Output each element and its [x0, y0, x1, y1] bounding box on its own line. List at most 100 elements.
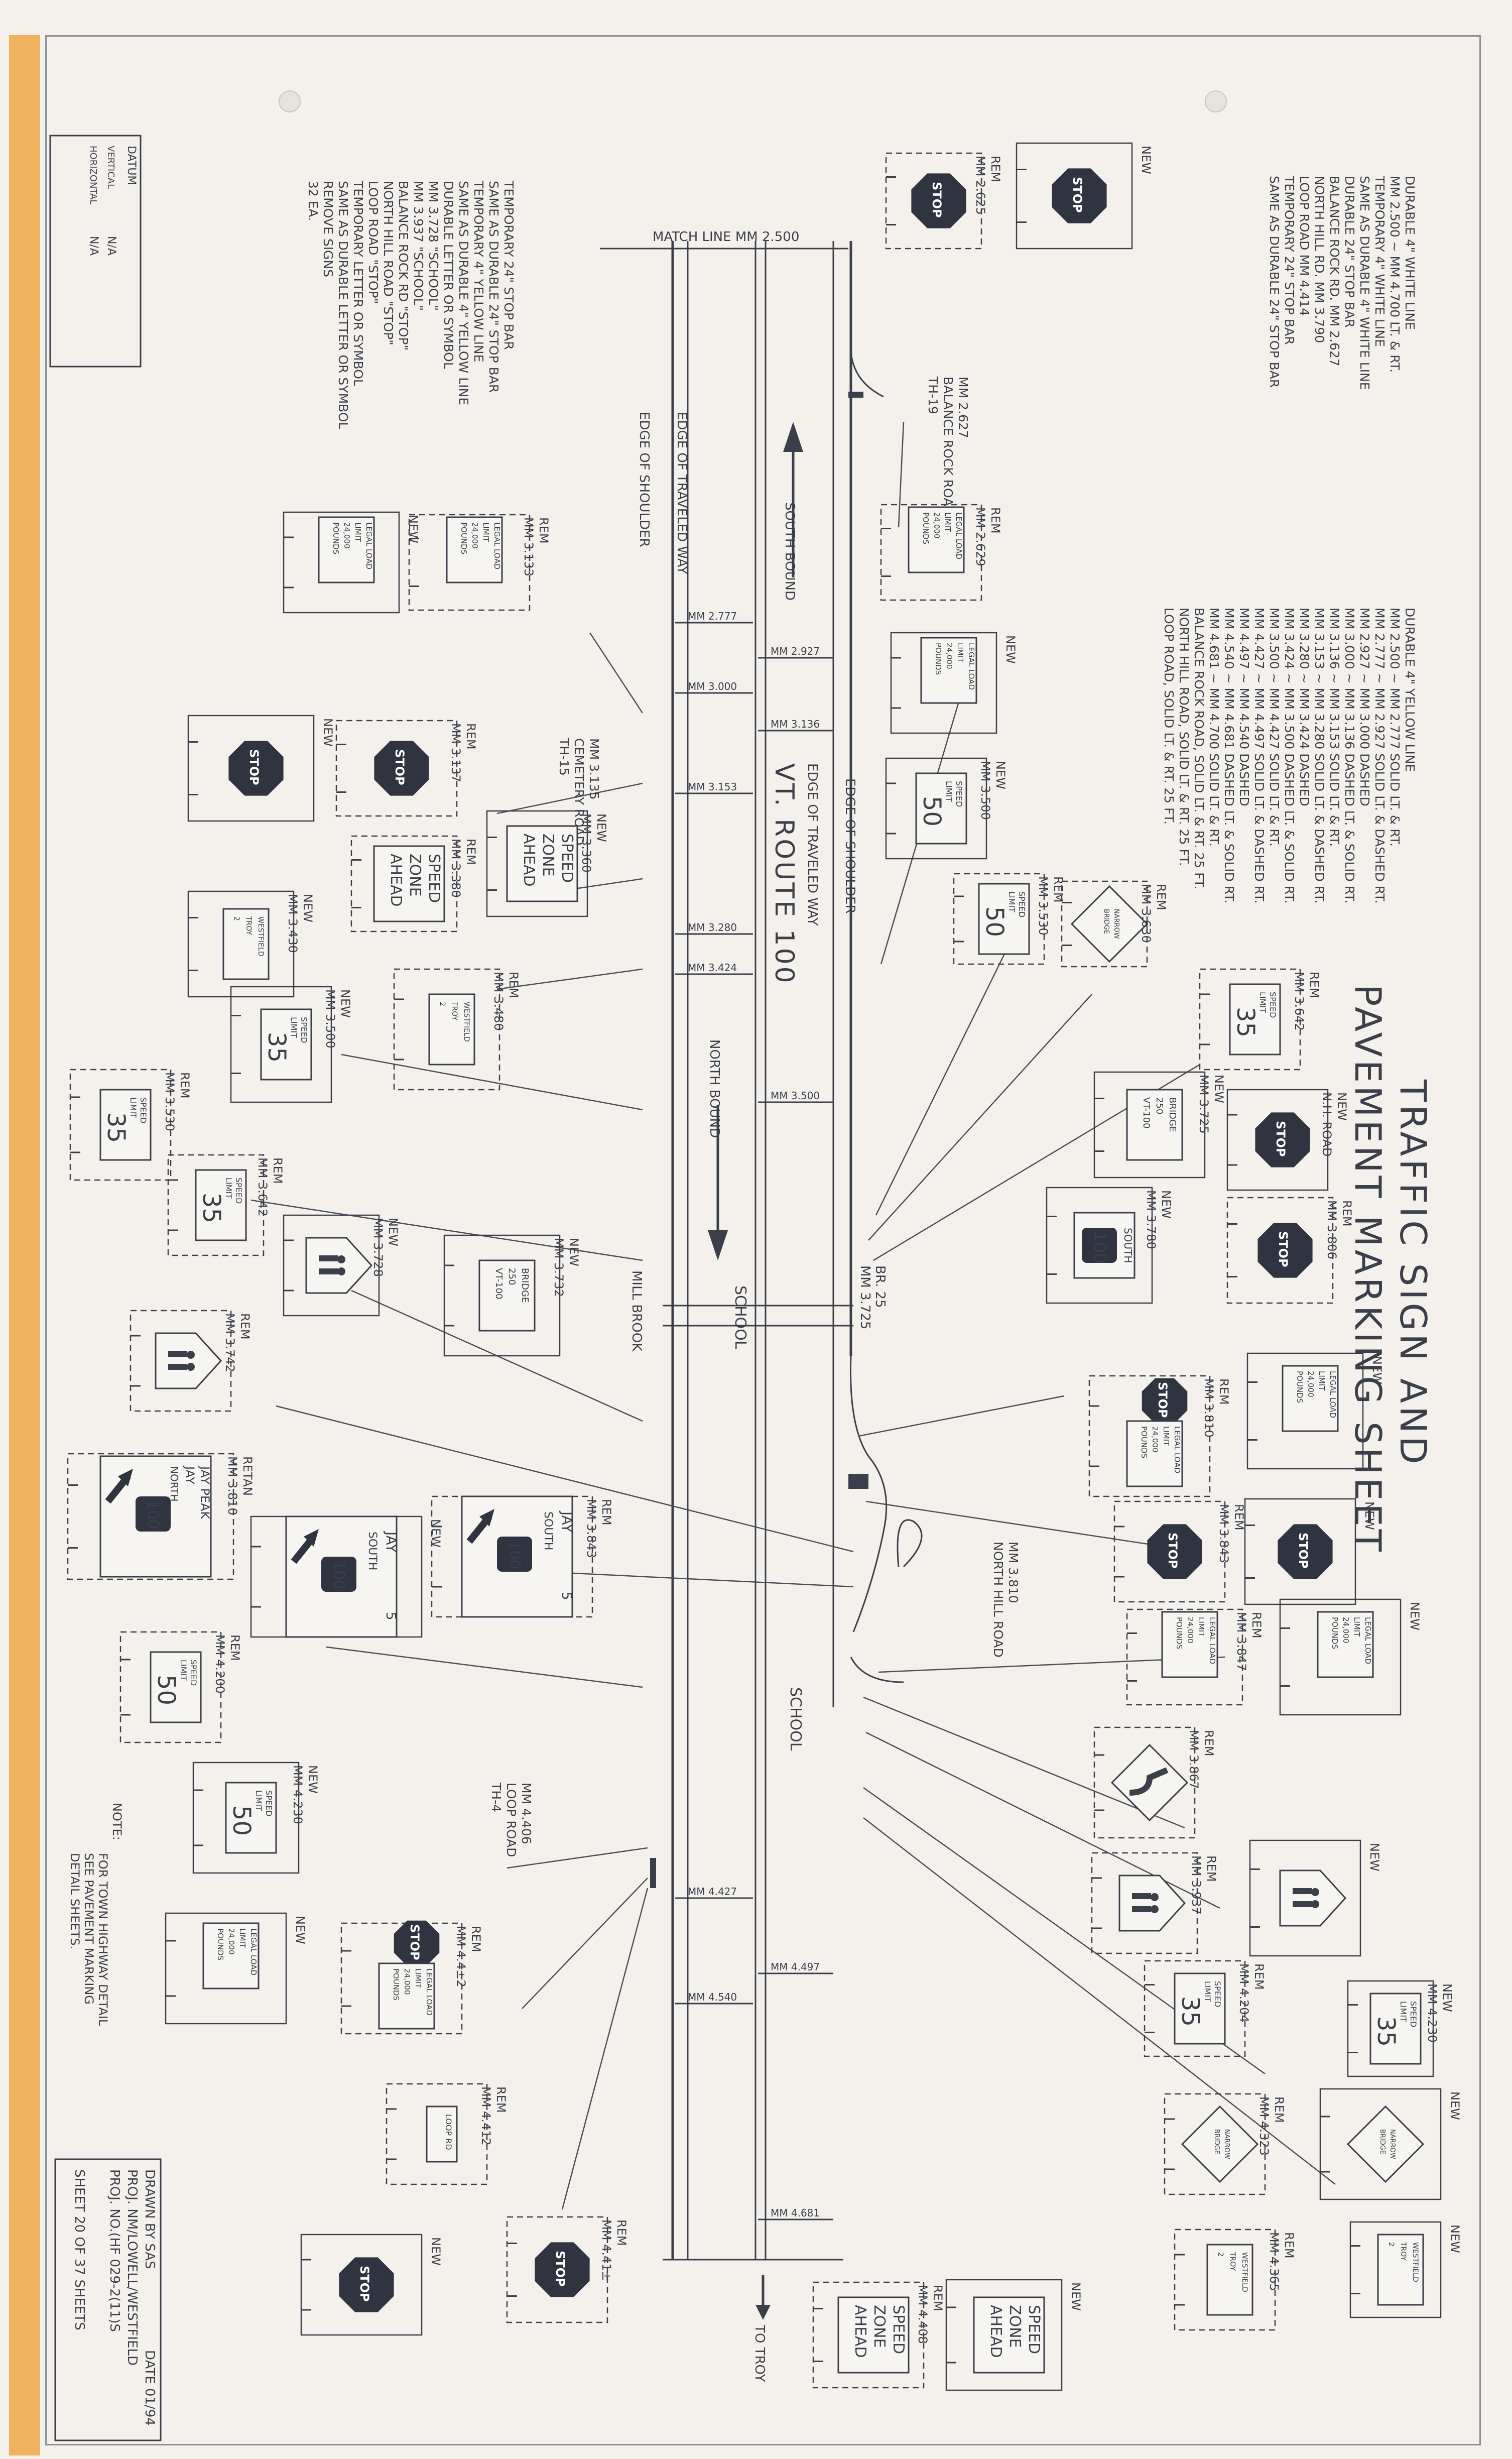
legend-right-line: MM 3.153 ~ MM 3.280 SOLID LT. & DASHED R…	[1312, 608, 1327, 904]
sign-frame	[67, 1453, 234, 1580]
sign-mm: MM 3.630	[1139, 884, 1153, 943]
sign-status: REM	[178, 1072, 192, 1099]
sign-face	[1377, 2234, 1424, 2306]
stop-text: STOP	[930, 182, 944, 218]
legend-right-line: MM 3.136 ~ MM 3.153 SOLID LT. & RT.	[1327, 608, 1342, 847]
sign-face	[1161, 1611, 1218, 1678]
speed-value: 50	[152, 1675, 180, 1705]
note-line: FOR TOWN HIGHWAY DETAIL	[96, 1853, 110, 2026]
stop-octagon	[339, 2257, 394, 2312]
legal-load-text: POUNDS	[1330, 1617, 1339, 1649]
sign-frame	[335, 720, 458, 817]
westfield-text: TROY	[1399, 2242, 1407, 2261]
datum-line: HORIZONTAL	[88, 146, 98, 204]
sign-face	[202, 1922, 260, 1989]
sign-frame	[69, 1069, 172, 1181]
sign-frame	[1199, 968, 1301, 1071]
sign-status: REM	[464, 839, 478, 865]
legal-load-text: LEGAL LOAD	[1173, 1426, 1182, 1473]
speed-text: SPEED	[1213, 1981, 1222, 2007]
sign-frame	[1164, 2093, 1266, 2195]
sign-frame	[283, 511, 400, 614]
note-line: SEE PAVEMENT MARKING	[82, 1853, 96, 2005]
edge-traveled-right-label: EDGE OF TRAVELED WAY	[805, 763, 820, 925]
north-bound-label: NORTH BOUND	[707, 1039, 722, 1138]
sign-mm: MM 3.360	[579, 813, 593, 873]
sign-frame	[1249, 1839, 1361, 1957]
datum-frame	[49, 135, 142, 368]
legal-load-text: POUNDS	[392, 1968, 401, 2001]
legal-load-text: POUNDS	[1140, 1426, 1149, 1458]
road-name: BALANCE ROCK ROAD	[941, 377, 955, 516]
speed-text: LIMIT	[1399, 2001, 1408, 2022]
sign-frame	[1093, 1071, 1206, 1179]
stop-octagon	[1147, 1524, 1202, 1579]
sign-frame	[167, 1154, 265, 1256]
sign-face	[837, 2296, 910, 2374]
sign-mm: MM 4.230	[291, 1765, 305, 1824]
stop-text: STOP	[1070, 177, 1084, 213]
speed-text: SPEED	[234, 1178, 243, 1204]
sign-status: REM	[988, 156, 1002, 182]
school-pentagon	[1279, 1869, 1347, 1927]
sign-frame	[1347, 1980, 1434, 2077]
legend-right-line: MM 3.500 ~ MM 4.427 SOLID LT. & RT.	[1267, 608, 1282, 847]
sign-face	[915, 772, 967, 845]
sign-face	[920, 637, 977, 704]
bridge-text: BRIDGE	[520, 1268, 530, 1303]
speed-text: SPEED	[189, 1660, 198, 1686]
speed-zone-text: SPEED	[890, 2305, 907, 2354]
mm-marker-label: MM 3.153	[688, 781, 737, 793]
sign-mm: MM 3.530	[163, 1072, 177, 1131]
westfield-text: WESTFIELD	[1411, 2242, 1419, 2282]
legend-bottom-line: SAME AS DURABLE LETTER OR SYMBOL	[336, 181, 350, 429]
sign-frame	[1046, 1187, 1153, 1304]
westfield-text: 2	[438, 1002, 446, 1006]
guide-text: 5	[559, 1592, 574, 1600]
sign-frame	[408, 514, 531, 611]
stop-octagon	[1052, 168, 1107, 223]
sign-status: NEW	[1448, 2224, 1462, 2253]
stop-text: STOP	[1156, 1382, 1170, 1418]
legend-left-line: SAME AS DURABLE 4" WHITE LINE	[1357, 176, 1372, 390]
sign-mm: N.H. ROAD	[1320, 1092, 1334, 1157]
sign-frame	[1113, 1500, 1226, 1603]
stop-octagon	[1255, 1112, 1310, 1167]
sign-mm: MM 4.412	[479, 2086, 493, 2146]
guide-text: SOUTH	[542, 1511, 554, 1550]
sign-face	[378, 1962, 435, 2030]
speed-text: LIMIT	[224, 1178, 233, 1199]
sign-frame	[1279, 1598, 1402, 1716]
sign-frame	[386, 2083, 488, 2185]
speed-value: 35	[1372, 2016, 1400, 2047]
legend-right-line: MM 4.427 ~ MM 4.497 SOLID LT. & DASHED R…	[1252, 608, 1267, 904]
sign-status: NEW	[429, 2237, 443, 2266]
sign-frame	[1226, 1197, 1334, 1304]
sign-face	[1126, 1420, 1183, 1487]
legend-right-line: MM 3.424 ~ MM 3.500 DASHED LT. & SOLID R…	[1282, 608, 1297, 904]
stop-text: STOP	[408, 1924, 422, 1960]
warning-diamond	[1181, 2105, 1259, 2183]
legal-load-text: 24,000	[932, 512, 941, 539]
legend-bottom-line: SAME AS DURABLE 24" STOP BAR	[486, 181, 501, 393]
legal-load-text: 24,000	[1186, 1617, 1195, 1644]
sign-status: NEW	[338, 989, 352, 1018]
sign-mm: MM 3.843	[584, 1499, 598, 1558]
title-block-frame	[54, 2158, 162, 2441]
legal-load-text: POUNDS	[331, 522, 340, 554]
sign-frame	[1319, 2088, 1442, 2200]
legal-load-text: LEGAL LOAD	[967, 643, 976, 690]
sign-frame	[1091, 1852, 1198, 1954]
